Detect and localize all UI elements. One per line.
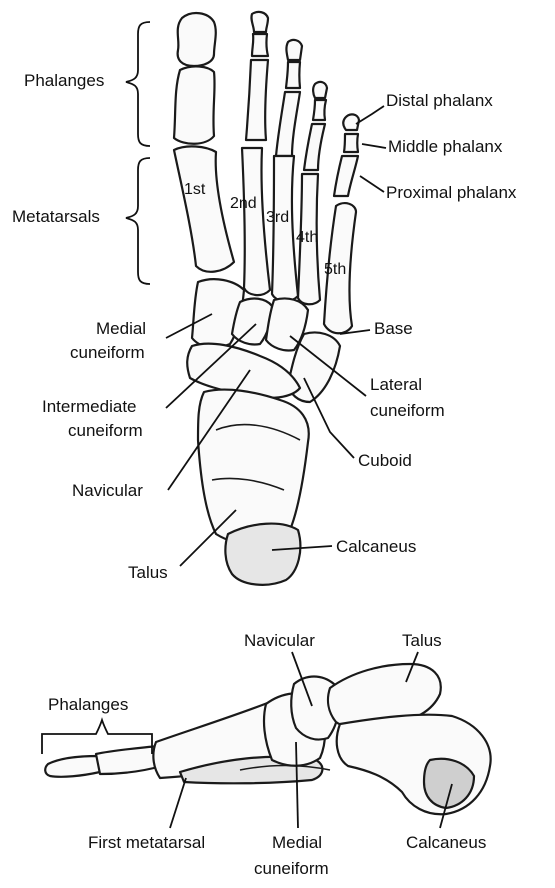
label-talus: Talus [128, 563, 168, 582]
talus-bone [198, 390, 309, 545]
label-medial-cuneiform-line2: cuneiform [70, 343, 145, 362]
label-navicular: Navicular [72, 481, 143, 500]
side-label-talus: Talus [402, 631, 442, 650]
tarsals [187, 279, 340, 585]
toe-5-phalanges [334, 114, 359, 196]
side-view: Phalanges Navicular Talus First metatars… [42, 631, 491, 878]
label-phalanges: Phalanges [24, 71, 104, 90]
side-label-phalanges: Phalanges [48, 695, 128, 714]
side-label-medial-cuneiform-line2: cuneiform [254, 859, 329, 878]
side-label-navicular: Navicular [244, 631, 315, 650]
label-cuboid: Cuboid [358, 451, 412, 470]
calcaneus-bone [225, 524, 300, 585]
toe-2-phalanges [246, 12, 268, 140]
side-label-medial-cuneiform-line1: Medial [272, 833, 322, 852]
label-medial-cuneiform-line1: Medial [96, 319, 146, 338]
label-base: Base [374, 319, 413, 338]
label-lateral-cuneiform-line1: Lateral [370, 375, 422, 394]
label-middle-phalanx: Middle phalanx [388, 137, 503, 156]
label-intermediate-cuneiform-line2: cuneiform [68, 421, 143, 440]
label-2nd: 2nd [230, 195, 257, 212]
label-distal-phalanx: Distal phalanx [386, 91, 493, 110]
navicular-bone [187, 344, 300, 398]
toe-4-phalanges [304, 82, 327, 170]
label-calcaneus: Calcaneus [336, 537, 416, 556]
label-1st: 1st [184, 181, 206, 198]
label-proximal-phalanx: Proximal phalanx [386, 183, 517, 202]
label-intermediate-cuneiform-line1: Intermediate [42, 397, 137, 416]
label-3rd: 3rd [266, 209, 289, 226]
brace-phalanges [126, 22, 150, 146]
label-5th: 5th [324, 261, 346, 278]
label-4th: 4th [296, 229, 318, 246]
hallux-phalanges [174, 13, 216, 144]
label-metatarsals: Metatarsals [12, 207, 100, 226]
toe-3-phalanges [276, 40, 302, 156]
top-view: Phalanges Metatarsals Distal phalanx Mid… [12, 12, 517, 585]
side-label-first-metatarsal: First metatarsal [88, 833, 205, 852]
side-label-calcaneus: Calcaneus [406, 833, 486, 852]
brace-metatarsals [126, 158, 150, 284]
label-lateral-cuneiform-line2: cuneiform [370, 401, 445, 420]
side-view-bones [45, 664, 490, 814]
